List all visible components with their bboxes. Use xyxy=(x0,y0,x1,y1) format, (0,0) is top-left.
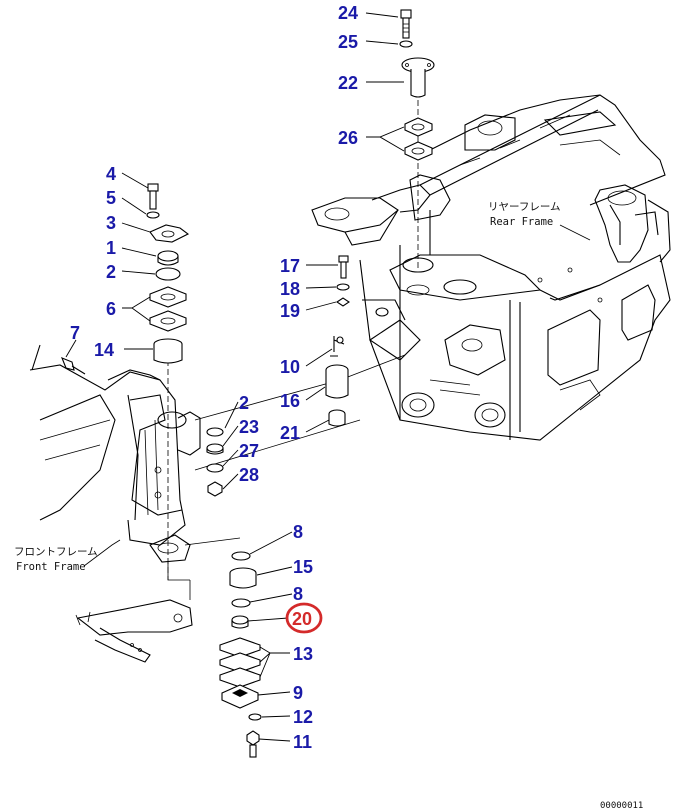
part-14-bushing xyxy=(153,338,183,364)
callout-2[interactable]: 2 xyxy=(106,262,116,282)
part-21-bushing xyxy=(328,409,346,427)
part-19-washer xyxy=(336,297,350,307)
callout-11[interactable]: 11 xyxy=(293,732,312,752)
part-24-bolt xyxy=(400,9,412,39)
callout-4[interactable]: 4 xyxy=(106,164,116,184)
part-3-plate xyxy=(149,224,190,243)
part-27-spacer xyxy=(206,463,224,473)
part-10-grease-fitting xyxy=(330,336,345,357)
part-28-nut xyxy=(207,481,223,497)
part-4-bolt xyxy=(147,183,159,210)
part-8-seal-lower xyxy=(231,598,251,608)
part-1-ring xyxy=(157,250,179,266)
rear-frame-label-en: Rear Frame xyxy=(490,216,553,228)
part-18-washer xyxy=(336,283,350,291)
callout-2b[interactable]: 2 xyxy=(239,393,249,413)
callout-3[interactable]: 3 xyxy=(106,213,116,233)
part-23-ring xyxy=(206,443,224,455)
front-frame-drawing xyxy=(29,344,201,663)
callout-19[interactable]: 19 xyxy=(280,301,300,321)
callout-23[interactable]: 23 xyxy=(239,417,259,437)
rear-frame-label-jp: リヤーフレーム xyxy=(488,201,561,213)
callout-10[interactable]: 10 xyxy=(280,357,300,377)
callout-16[interactable]: 16 xyxy=(280,391,300,411)
callout-21[interactable]: 21 xyxy=(280,423,300,443)
part-17-bolt xyxy=(338,255,349,279)
part-13-shims xyxy=(219,637,261,688)
callout-27[interactable]: 27 xyxy=(239,441,259,461)
part-22-pin xyxy=(401,57,435,98)
callout-26[interactable]: 26 xyxy=(338,128,358,148)
part-2-seal-lower xyxy=(206,427,224,437)
part-12-washer xyxy=(248,713,262,721)
callout-9[interactable]: 9 xyxy=(293,683,303,703)
callout-6[interactable]: 6 xyxy=(106,299,116,319)
callout-8b[interactable]: 8 xyxy=(293,584,303,604)
part-15-bearing xyxy=(229,567,257,589)
front-frame-label-jp: フロントフレーム xyxy=(14,546,98,558)
highlight-circle-20 xyxy=(285,602,323,634)
callout-20[interactable]: 20 xyxy=(292,609,312,629)
callout-18[interactable]: 18 xyxy=(280,279,300,299)
callout-24[interactable]: 24 xyxy=(338,3,358,23)
callout-22[interactable]: 22 xyxy=(338,73,358,93)
callout-15[interactable]: 15 xyxy=(293,557,313,577)
callout-14[interactable]: 14 xyxy=(94,340,114,360)
part-20-spacer xyxy=(231,615,249,629)
part-7-fitting xyxy=(61,357,86,375)
callout-5[interactable]: 5 xyxy=(106,188,116,208)
front-frame-label-en: Front Frame xyxy=(16,561,86,573)
frame-labels: リヤーフレーム Rear Frame フロントフレーム Front Frame … xyxy=(14,201,643,810)
footer-code: 00000011 xyxy=(600,801,643,810)
callout-8a[interactable]: 8 xyxy=(293,522,303,542)
part-25-washer xyxy=(399,40,413,48)
part-6-shims xyxy=(149,286,187,332)
part-26-shims xyxy=(404,117,433,161)
rear-frame-drawing xyxy=(311,94,671,441)
callout-17[interactable]: 17 xyxy=(280,256,300,276)
part-16-pin xyxy=(325,364,349,399)
callout-7[interactable]: 7 xyxy=(70,323,80,343)
leader-lines xyxy=(65,12,405,742)
callout-labels: 24 25 22 26 4 5 3 1 2 6 7 14 17 18 19 10… xyxy=(70,3,358,752)
part-9-plate xyxy=(221,684,259,709)
part-11-bolt xyxy=(246,730,260,758)
callout-25[interactable]: 25 xyxy=(338,32,358,52)
part-2-seal xyxy=(155,267,181,281)
callout-1[interactable]: 1 xyxy=(106,238,116,258)
callout-12[interactable]: 12 xyxy=(293,707,313,727)
part-8-seal-upper xyxy=(231,551,251,561)
callout-13[interactable]: 13 xyxy=(293,644,313,664)
callout-28[interactable]: 28 xyxy=(239,465,259,485)
part-5-washer xyxy=(146,211,160,219)
